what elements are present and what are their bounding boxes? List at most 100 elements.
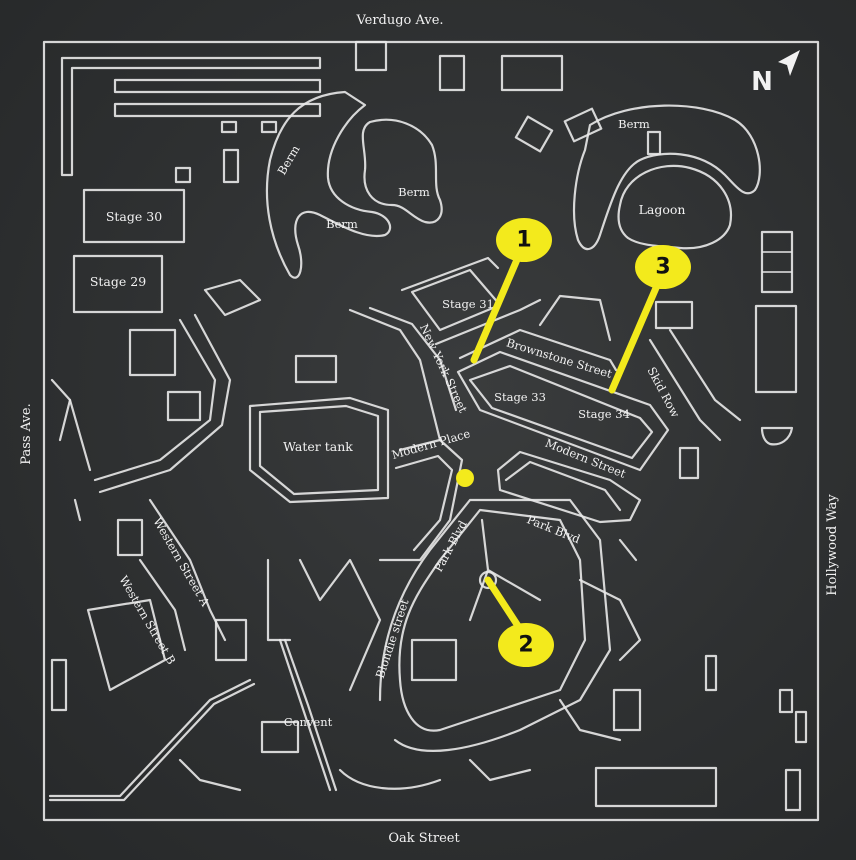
building [514, 115, 554, 153]
road [400, 256, 500, 292]
marker-1-number: 1 [516, 228, 531, 253]
label-stage-33: Stage 33 [494, 390, 546, 404]
label-western-street-a: Western Street A [150, 515, 212, 609]
building [468, 758, 532, 782]
building [778, 688, 794, 714]
road [48, 682, 256, 802]
building [203, 278, 262, 317]
marker-1-pointer [470, 244, 526, 364]
stage-complex [456, 350, 670, 472]
building [50, 658, 68, 712]
modern-place [378, 438, 464, 562]
label-berm: Berm [326, 217, 358, 231]
label-new-york-street: New York Street [417, 322, 471, 415]
building [116, 518, 144, 557]
marker-2-pointer [484, 576, 526, 636]
marker-3-number: 3 [655, 255, 670, 280]
street-label-top: Verdugo Ave. [355, 13, 443, 28]
marker-2[interactable]: 2 [484, 576, 554, 667]
rail-line [283, 638, 338, 792]
building [354, 40, 388, 72]
marker-1-badge[interactable] [496, 218, 552, 262]
building [618, 538, 638, 562]
skid-row [648, 338, 722, 442]
stage-29-building [72, 254, 164, 314]
road [504, 460, 622, 512]
modern-street-block [496, 450, 642, 524]
road [98, 313, 232, 494]
building [68, 398, 92, 522]
road [368, 306, 458, 412]
marker-3[interactable]: 3 [608, 245, 691, 394]
label-berm: Berm [275, 143, 303, 177]
lot-boundary [42, 40, 820, 822]
building [86, 598, 167, 692]
building [754, 304, 798, 394]
berm-shape [572, 104, 761, 251]
blondie-street-area [298, 558, 382, 692]
berm-shape [361, 118, 443, 224]
road [48, 678, 252, 798]
compass-north-label: N [751, 67, 773, 97]
label-western-street-b: Western Street B [116, 573, 178, 667]
label-park-blvd: Park Blvd [525, 512, 583, 546]
building [646, 130, 662, 156]
label-skid-row: Skid Row [644, 365, 682, 420]
stage-30-building [82, 188, 186, 244]
label-stage-30: Stage 30 [106, 209, 162, 224]
label-water-tank: Water tank [283, 439, 353, 454]
rail-line [278, 638, 332, 792]
building [128, 328, 177, 377]
lagoon-shape [617, 164, 733, 250]
building [50, 378, 72, 442]
building-north-l [60, 56, 322, 177]
marker-3-badge[interactable] [635, 245, 691, 289]
building [760, 426, 794, 446]
building [563, 107, 603, 143]
label-berm: Berm [618, 117, 650, 131]
building [294, 354, 338, 384]
building [538, 294, 612, 342]
building [612, 688, 642, 732]
new-york-street [348, 308, 442, 442]
building [220, 120, 238, 134]
water-tank-block [248, 396, 390, 504]
building [113, 102, 322, 118]
building [558, 698, 622, 742]
building [438, 54, 466, 92]
label-stage-31: Stage 31 [442, 297, 494, 311]
building [222, 148, 240, 184]
building [113, 78, 322, 94]
location-dot[interactable] [456, 469, 474, 487]
building [178, 758, 242, 792]
building [760, 230, 794, 294]
western-street-a [148, 498, 227, 642]
fountain [478, 570, 498, 590]
water-tank [258, 404, 380, 496]
marker-1[interactable]: 1 [470, 218, 552, 364]
building [410, 638, 458, 682]
label-lagoon: Lagoon [639, 202, 686, 217]
building [266, 558, 292, 642]
road [394, 454, 454, 552]
street-label-bottom: Oak Street [388, 831, 460, 846]
building [214, 618, 248, 662]
marker-2-badge[interactable] [498, 623, 554, 667]
road [338, 768, 442, 790]
building [500, 54, 564, 92]
building [578, 578, 642, 662]
park-loop [398, 508, 587, 732]
building [678, 446, 700, 480]
building [260, 120, 278, 134]
building [594, 766, 718, 808]
building [654, 300, 694, 330]
label-stage-34: Stage 34 [578, 407, 630, 421]
skid-row [668, 328, 742, 422]
compass-icon [778, 50, 800, 76]
berm-shape [265, 90, 392, 279]
street-label-left: Pass Ave. [19, 403, 34, 464]
western-street-b [138, 558, 187, 652]
label-berm: Berm [398, 185, 430, 199]
